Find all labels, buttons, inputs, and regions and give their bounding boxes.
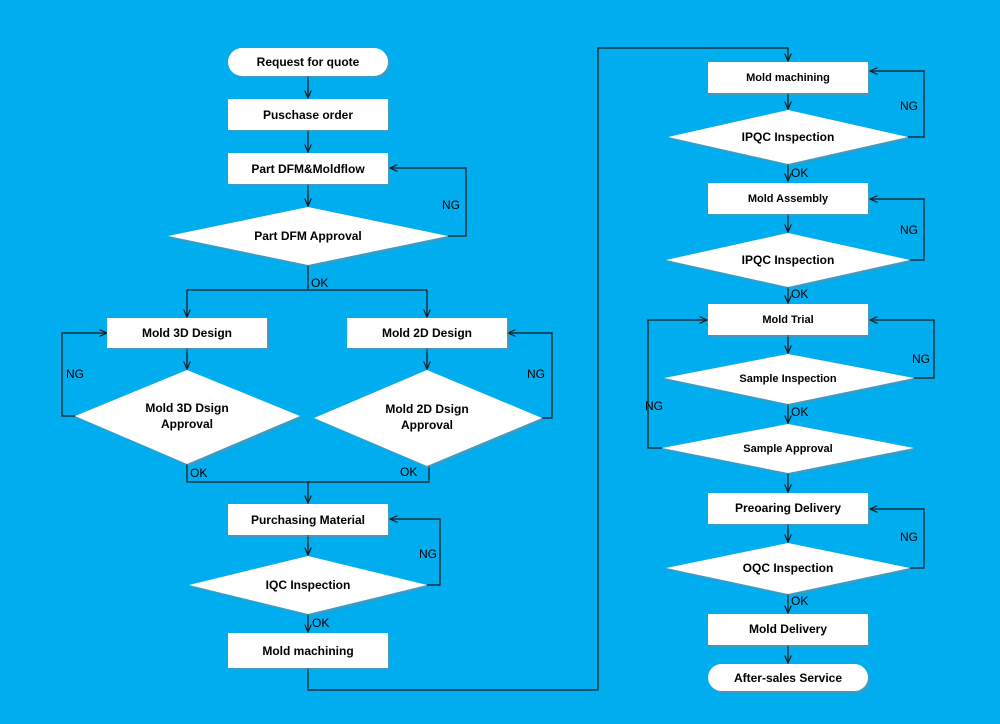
label-ng-dfm: NG — [442, 198, 460, 212]
node-mold-assembly: Mold Assembly — [708, 183, 870, 216]
node-purchasing-material-text: Purchasing Material — [251, 513, 365, 527]
label-ok-3d: OK — [190, 466, 207, 480]
label-ng-2d: NG — [527, 367, 545, 381]
node-mold-3d-approval: Mold 3D Dsign Approval — [75, 370, 302, 466]
edge-2d-approval-ng — [508, 333, 553, 419]
label-ng-ipqc2: NG — [900, 223, 918, 237]
node-mold-trial-text: Mold Trial — [762, 314, 813, 326]
node-mold-machining-right: Mold machining — [708, 62, 870, 95]
node-mold-assembly-text: Mold Assembly — [748, 193, 829, 205]
node-after-sales: After-sales Service — [708, 664, 870, 693]
edge-3d-approval-ng — [61, 333, 107, 417]
edge-sample-approval-ng — [647, 320, 707, 449]
node-preparing-delivery-text: Preoaring Delivery — [735, 501, 841, 515]
node-mold-3d-approval-line1: Mold 3D Dsign — [145, 401, 228, 415]
node-mold-trial: Mold Trial — [708, 304, 870, 337]
node-mold-3d-design: Mold 3D Design — [107, 318, 269, 350]
node-part-dfm-approval-text: Part DFM Approval — [254, 229, 362, 243]
label-ng-iqc: NG — [419, 547, 437, 561]
node-mold-3d-design-text: Mold 3D Design — [142, 326, 232, 340]
node-part-dfm-text: Part DFM&Moldflow — [251, 162, 365, 176]
label-ok-2d: OK — [400, 465, 417, 479]
node-sample-approval: Sample Approval — [662, 424, 916, 475]
node-part-dfm: Part DFM&Moldflow — [228, 153, 390, 186]
node-ipqc-inspection-1: IPQC Inspection — [668, 110, 910, 166]
node-mold-2d-design-text: Mold 2D Design — [382, 326, 472, 340]
edge-labels: NG OK NG NG OK OK NG OK NG OK NG OK NG N… — [66, 99, 930, 630]
edge-to-right-column — [307, 47, 788, 691]
node-preparing-delivery: Preoaring Delivery — [708, 493, 870, 526]
label-ng-oqc: NG — [900, 530, 918, 544]
node-mold-machining-left-text: Mold machining — [262, 644, 353, 658]
node-sample-inspection-text: Sample Inspection — [739, 373, 836, 385]
node-ipqc-inspection-2-text: IPQC Inspection — [742, 253, 835, 267]
edge-oqc-ng — [870, 509, 925, 569]
node-mold-machining-left: Mold machining — [228, 633, 390, 670]
node-request-quote: Request for quote — [228, 48, 390, 78]
node-mold-machining-right-text: Mold machining — [746, 72, 830, 84]
label-ok-iqc: OK — [312, 616, 329, 630]
connectors — [61, 47, 935, 691]
label-ng-sample-insp: NG — [912, 352, 930, 366]
node-mold-2d-approval-line1: Mold 2D Dsign — [385, 402, 468, 416]
node-sample-inspection: Sample Inspection — [664, 354, 916, 406]
node-ipqc-inspection-2: IPQC Inspection — [666, 233, 912, 289]
edge-ipqc2-ng — [870, 199, 925, 261]
node-purchasing-material: Purchasing Material — [228, 504, 390, 537]
label-ok-ipqc1: OK — [791, 166, 808, 180]
node-mold-2d-design: Mold 2D Design — [347, 318, 509, 350]
node-part-dfm-approval: Part DFM Approval — [168, 207, 450, 267]
label-ng-ipqc1: NG — [900, 99, 918, 113]
node-sample-approval-text: Sample Approval — [743, 443, 832, 455]
edge-dfm-approval-ng — [390, 168, 467, 237]
edge-merge-bar — [186, 464, 430, 483]
node-oqc-inspection-text: OQC Inspection — [743, 561, 834, 575]
label-ok-sample-insp: OK — [791, 405, 808, 419]
node-mold-3d-approval-line2: Approval — [161, 417, 213, 431]
label-ok-dfm: OK — [311, 276, 328, 290]
label-ok-ipqc2: OK — [791, 287, 808, 301]
node-purchase-order-text: Puschase order — [263, 108, 353, 122]
node-iqc-inspection-text: IQC Inspection — [266, 578, 351, 592]
edge-sample-insp-ng — [870, 320, 935, 379]
node-mold-2d-approval: Mold 2D Dsign Approval — [314, 370, 544, 468]
edge-ipqc1-ng — [870, 71, 925, 138]
label-ng-3d: NG — [66, 367, 84, 381]
node-ipqc-inspection-1-text: IPQC Inspection — [742, 130, 835, 144]
node-request-quote-text: Request for quote — [257, 55, 360, 69]
node-mold-2d-approval-line2: Approval — [401, 418, 453, 432]
node-mold-delivery-text: Mold Delivery — [749, 622, 827, 636]
label-ok-oqc: OK — [791, 594, 808, 608]
node-after-sales-text: After-sales Service — [734, 671, 842, 685]
label-ng-sample-approval: NG — [645, 399, 663, 413]
node-iqc-inspection: IQC Inspection — [189, 556, 429, 616]
node-oqc-inspection: OQC Inspection — [666, 543, 912, 596]
node-mold-delivery: Mold Delivery — [708, 614, 870, 647]
node-purchase-order: Puschase order — [228, 99, 390, 132]
edge-iqc-ng — [390, 519, 441, 586]
